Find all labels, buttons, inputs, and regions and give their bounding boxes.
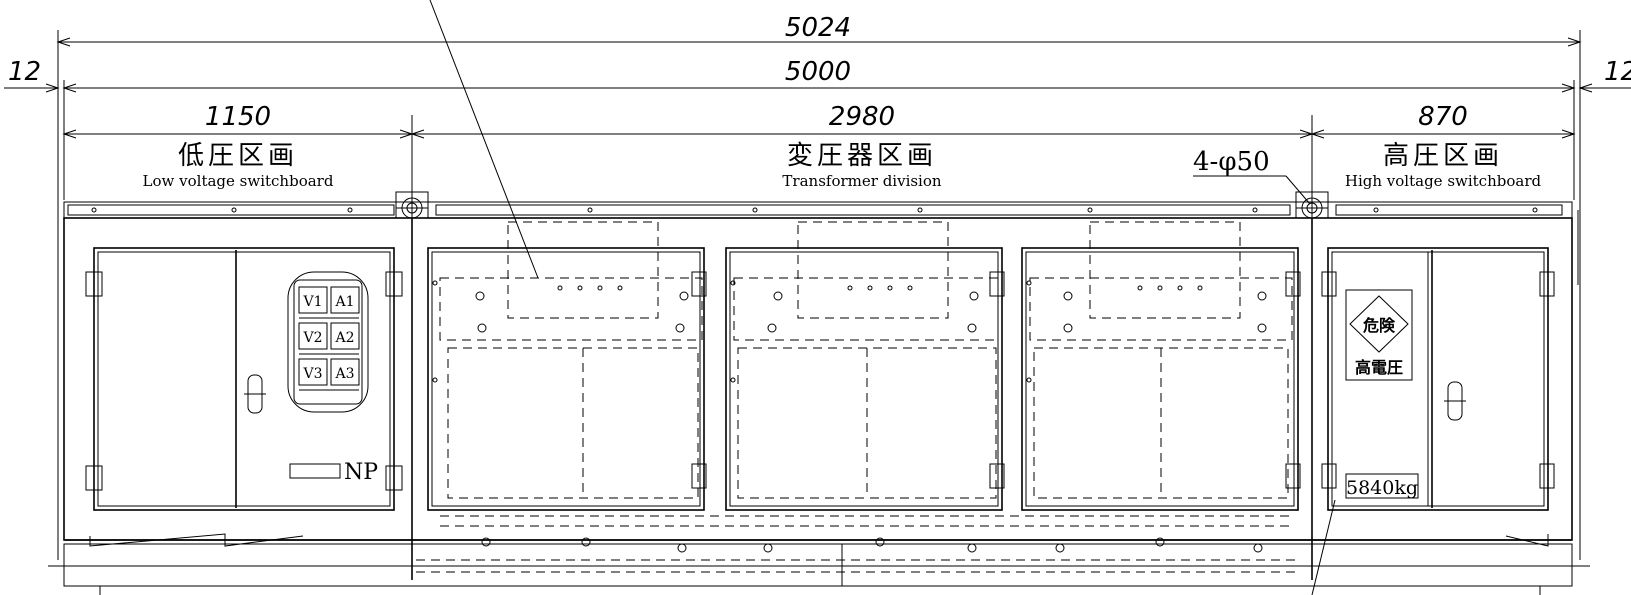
hinge <box>85 271 103 297</box>
transformer-title-jp: 変圧器区画 <box>787 141 937 171</box>
transformer-bay-1 <box>427 247 705 511</box>
dimension-1150-label: 1150 <box>205 102 271 132</box>
high-voltage-title-jp: 高圧区画 <box>1383 141 1503 171</box>
meter-v1 <box>298 286 328 314</box>
dimension-5024-label: 5024 <box>785 13 851 43</box>
meter-a1 <box>330 286 360 314</box>
high-voltage-door-frame <box>1327 247 1549 511</box>
dimension-left-margin: 12 <box>4 57 60 93</box>
hinge <box>1321 271 1337 297</box>
hinge <box>385 271 403 297</box>
lifting-hole-label: 4-φ50 <box>1193 147 1270 177</box>
hinge <box>1539 463 1555 489</box>
nameplate-label: NP <box>344 460 378 485</box>
leader-line-weight <box>1311 499 1336 595</box>
meter-window <box>287 271 369 413</box>
dimension-2980-label: 2980 <box>829 102 895 132</box>
low-voltage-panel: V1 A1 V2 A2 V3 A3 NP <box>85 247 403 511</box>
nameplate <box>289 463 341 479</box>
high-voltage-title-en: High voltage switchboard <box>1345 172 1542 190</box>
meter-a3 <box>330 358 360 386</box>
svg-text:A2: A2 <box>334 330 354 346</box>
base-skid <box>48 533 1590 595</box>
meter-v3 <box>298 358 328 386</box>
dimension-overall-outer: 5024 <box>56 13 1582 47</box>
svg-text:V1: V1 <box>302 294 322 310</box>
meter-v2 <box>298 322 328 350</box>
dimension-sections: 1150 2980 870 <box>62 102 1576 139</box>
dimension-12-left-label: 12 <box>8 57 41 87</box>
high-voltage-panel: 危険 高電圧 5840kg <box>1321 247 1555 511</box>
dimension-overall-inner: 5000 <box>62 57 1576 93</box>
hinge <box>85 465 103 491</box>
low-voltage-title-en: Low voltage switchboard <box>143 172 334 190</box>
svg-text:V3: V3 <box>302 366 322 382</box>
transformer-bay-3 <box>1021 247 1299 511</box>
leader-line-top <box>429 0 539 279</box>
svg-text:A3: A3 <box>334 366 354 382</box>
lifting-hole-callout: 4-φ50 <box>1193 147 1311 205</box>
svg-text:V2: V2 <box>302 330 322 346</box>
transformer-bays <box>416 221 1301 573</box>
hinge <box>1539 271 1555 297</box>
dimension-12-right-label: 12 <box>1604 57 1631 87</box>
danger-warning-sign: 危険 高電圧 <box>1345 289 1413 381</box>
dimension-5000-label: 5000 <box>785 57 851 87</box>
dimension-right-margin: 12 <box>1578 57 1631 93</box>
weight-plate <box>1345 473 1419 499</box>
low-voltage-door-frame <box>93 247 395 511</box>
danger-label: 危険 <box>1363 316 1396 335</box>
hinge <box>1321 463 1337 489</box>
dimension-870-label: 870 <box>1418 102 1468 132</box>
svg-text:A1: A1 <box>334 294 354 310</box>
high-voltage-label: 高電圧 <box>1355 358 1403 377</box>
low-voltage-title-jp: 低圧区画 <box>178 141 298 171</box>
transformer-bay-2 <box>725 247 1003 511</box>
transformer-title-en: Transformer division <box>782 172 941 190</box>
top-lifting-rail <box>63 191 1573 220</box>
hinge <box>385 465 403 491</box>
weight-label: 5840kg <box>1346 477 1418 499</box>
meter-a2 <box>330 322 360 350</box>
